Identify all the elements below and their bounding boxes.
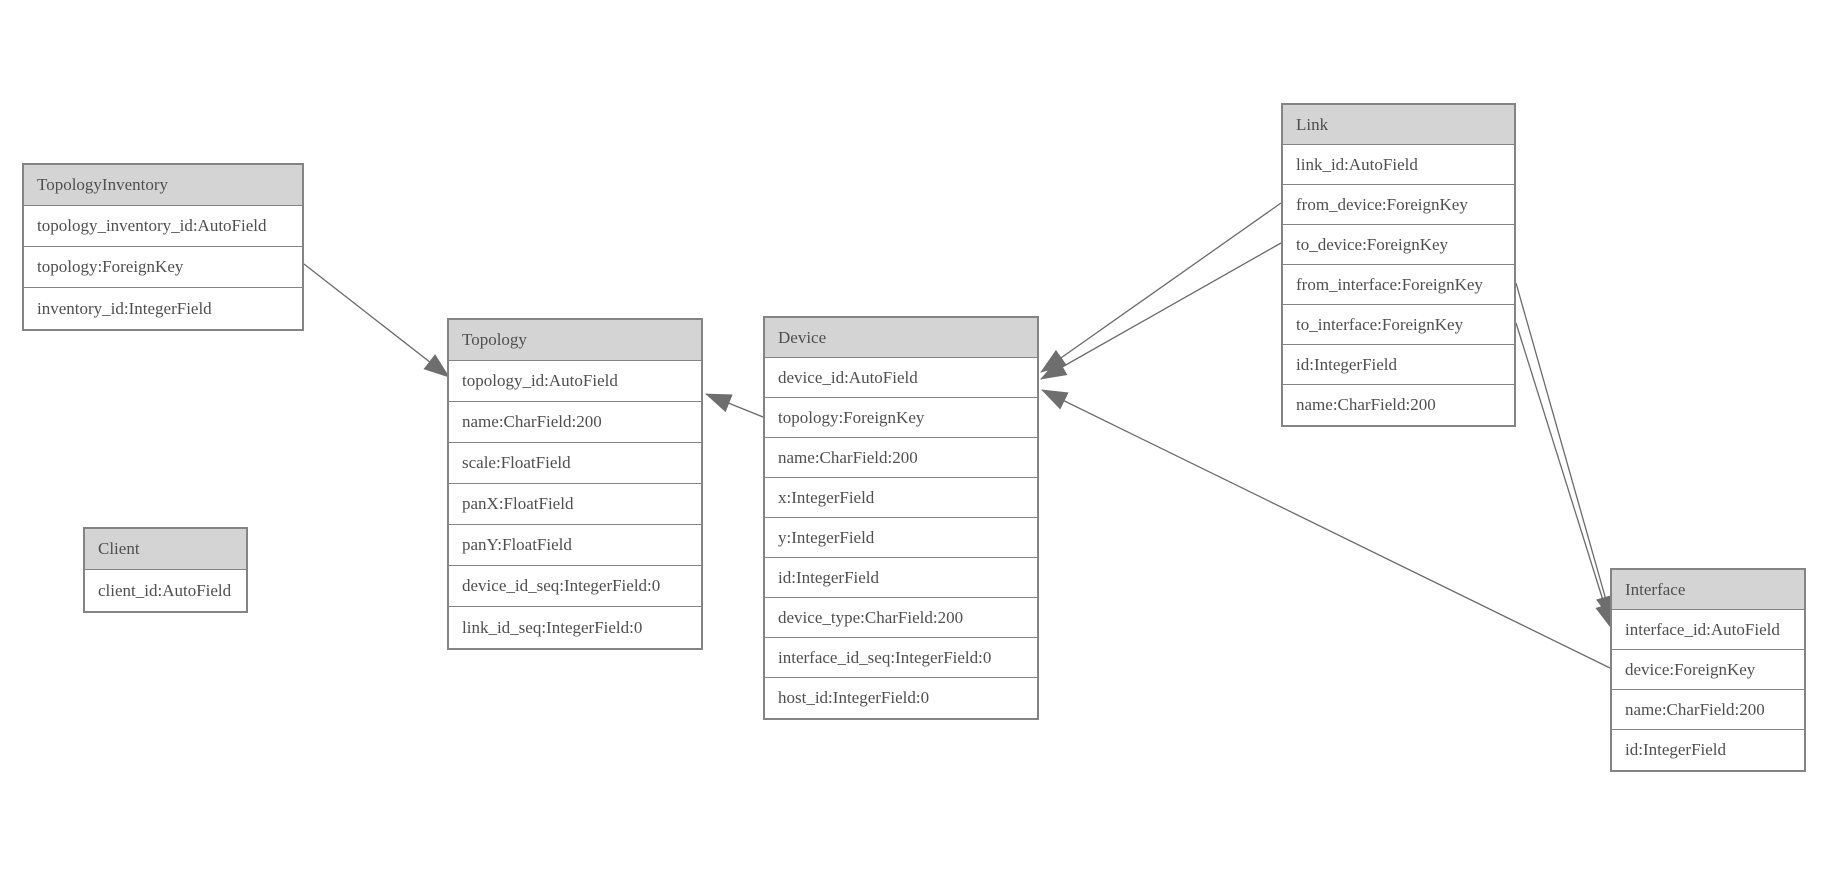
entity-field-row: panX:FloatField (449, 484, 701, 525)
relationship-link-to_device-device (1040, 242, 1282, 380)
entity-field-row: to_device:ForeignKey (1283, 225, 1514, 265)
entity-title-client: Client (85, 529, 246, 570)
entity-field-row: from_interface:ForeignKey (1283, 265, 1514, 305)
entity-field-row: inventory_id:IntegerField (24, 288, 302, 329)
entity-field-row: client_id:AutoField (85, 570, 246, 611)
entity-field-row: name:CharField:200 (449, 402, 701, 443)
entity-field-row: name:CharField:200 (1283, 385, 1514, 425)
entity-field-row: scale:FloatField (449, 443, 701, 484)
entity-field-row: interface_id:AutoField (1612, 610, 1804, 650)
entity-field-row: id:IntegerField (1612, 730, 1804, 770)
entity-field-row: device_type:CharField:200 (765, 598, 1037, 638)
entity-title-topologyinventory: TopologyInventory (24, 165, 302, 206)
entity-title-device: Device (765, 318, 1037, 358)
entity-field-row: topology:ForeignKey (765, 398, 1037, 438)
entity-field-row: device_id_seq:IntegerField:0 (449, 566, 701, 607)
entity-field-row: y:IntegerField (765, 518, 1037, 558)
entity-title-topology: Topology (449, 320, 701, 361)
entity-field-row: device:ForeignKey (1612, 650, 1804, 690)
entity-field-row: topology_inventory_id:AutoField (24, 206, 302, 247)
entity-title-interface: Interface (1612, 570, 1804, 610)
entity-field-row: link_id:AutoField (1283, 145, 1514, 185)
relationship-link-to_interface-interface (1515, 322, 1614, 630)
relationship-device-topology (705, 393, 764, 418)
entity-field-row: from_device:ForeignKey (1283, 185, 1514, 225)
entity-field-row: name:CharField:200 (765, 438, 1037, 478)
entity-field-row: topology_id:AutoField (449, 361, 701, 402)
relationship-link-from_device-device (1040, 202, 1282, 373)
entity-title-link: Link (1283, 105, 1514, 145)
entity-field-row: panY:FloatField (449, 525, 701, 566)
entity-field-row: id:IntegerField (1283, 345, 1514, 385)
relationship-topologyinventory-topology (303, 263, 450, 378)
entity-field-row: name:CharField:200 (1612, 690, 1804, 730)
entity-field-row: topology:ForeignKey (24, 247, 302, 288)
relationship-interface-device (1041, 389, 1611, 669)
relationship-link-from_interface-interface (1515, 282, 1615, 622)
entity-field-row: link_id_seq:IntegerField:0 (449, 607, 701, 648)
entity-field-row: id:IntegerField (765, 558, 1037, 598)
entity-field-row: interface_id_seq:IntegerField:0 (765, 638, 1037, 678)
entity-field-row: device_id:AutoField (765, 358, 1037, 398)
entity-field-row: host_id:IntegerField:0 (765, 678, 1037, 718)
entity-field-row: to_interface:ForeignKey (1283, 305, 1514, 345)
entity-field-row: x:IntegerField (765, 478, 1037, 518)
